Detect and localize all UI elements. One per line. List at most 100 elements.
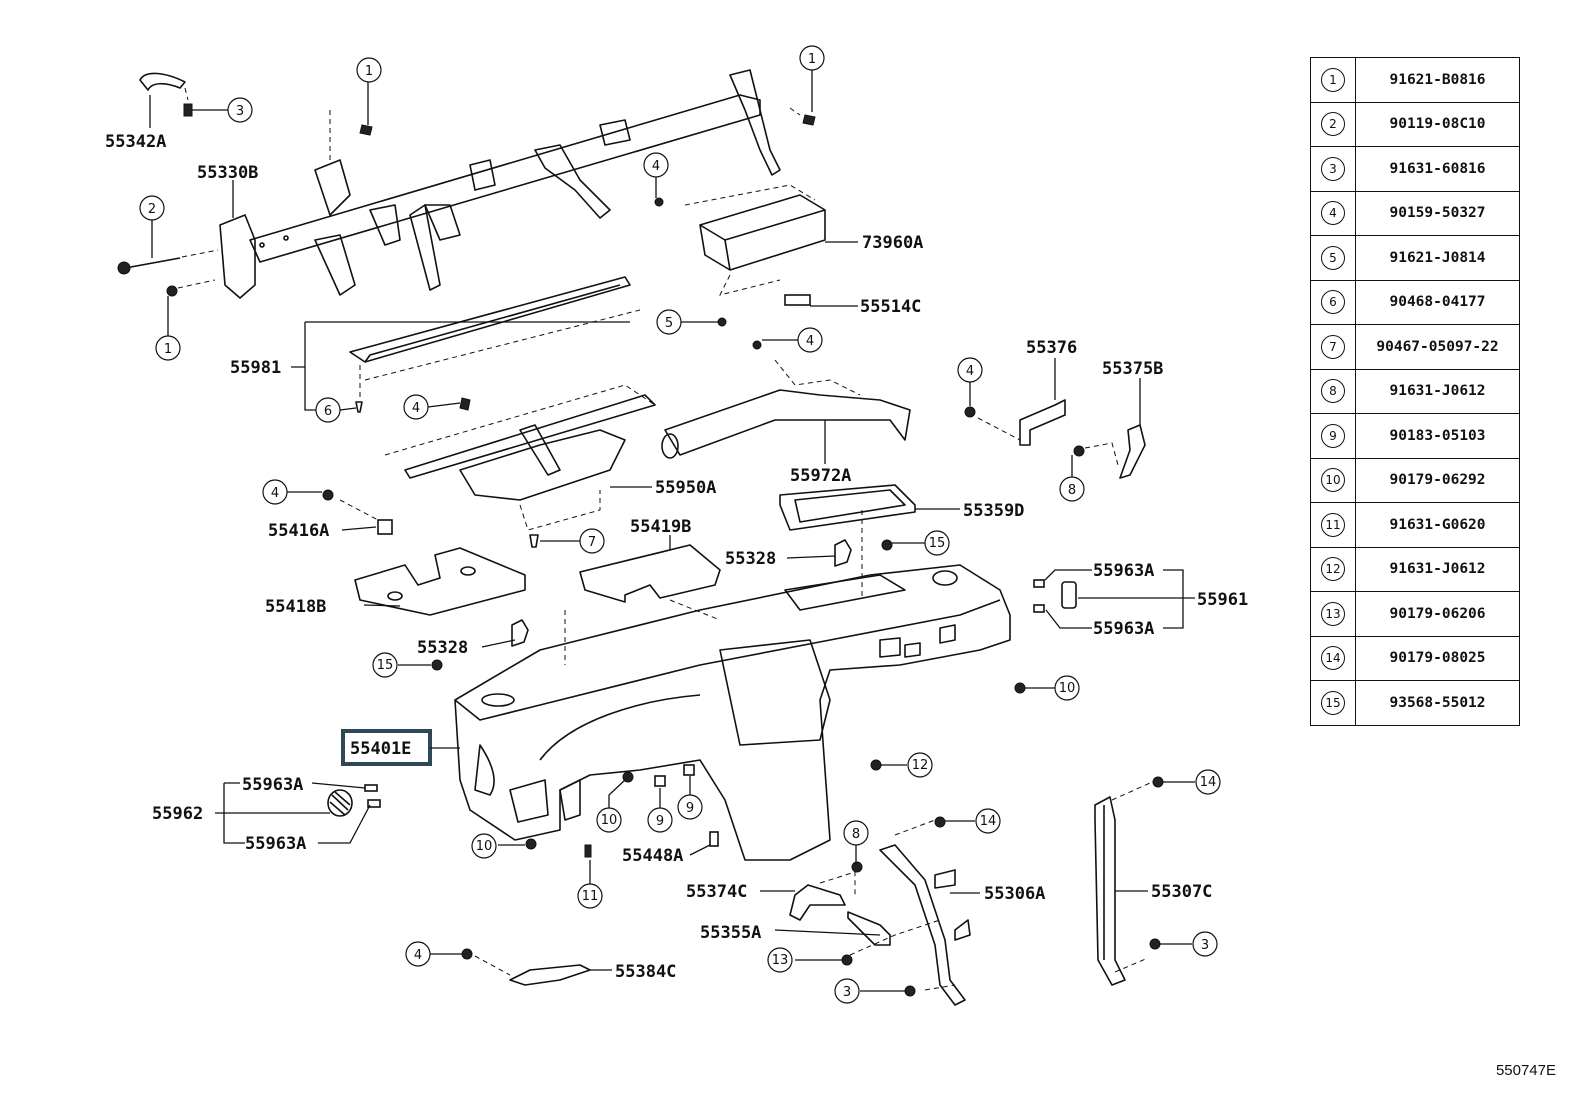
legend-row[interactable]: 1 91621-B0816 bbox=[1310, 57, 1520, 103]
callout-9[interactable]: 9 bbox=[677, 794, 703, 820]
bracket-55376[interactable] bbox=[964, 399, 1066, 446]
callout-4[interactable]: 4 bbox=[797, 327, 823, 353]
label-55307c[interactable]: 55307C bbox=[1151, 882, 1212, 902]
bracket-55375b[interactable] bbox=[1073, 424, 1146, 479]
label-55328-upper[interactable]: 55328 bbox=[725, 549, 776, 569]
callout-12[interactable]: 12 bbox=[907, 752, 933, 778]
callout-5[interactable]: 5 bbox=[656, 309, 682, 335]
clip-55514c[interactable] bbox=[784, 294, 811, 306]
legend-row[interactable]: 10 90179-06292 bbox=[1310, 457, 1520, 503]
legend-row[interactable]: 12 91631-J0612 bbox=[1310, 546, 1520, 592]
pad-55419b[interactable] bbox=[579, 544, 721, 603]
bracket-55374c[interactable] bbox=[789, 871, 856, 921]
label-55416a[interactable]: 55416A bbox=[268, 521, 329, 541]
label-55355a[interactable]: 55355A bbox=[700, 923, 761, 943]
label-55376[interactable]: 55376 bbox=[1026, 338, 1077, 358]
callout-8[interactable]: 8 bbox=[1059, 476, 1085, 502]
label-55419b[interactable]: 55419B bbox=[630, 517, 691, 537]
pad-55418b[interactable] bbox=[354, 547, 526, 616]
callout-15[interactable]: 15 bbox=[372, 652, 398, 678]
callout-8[interactable]: 8 bbox=[843, 820, 869, 846]
legend-row[interactable]: 7 90467-05097-22 bbox=[1310, 324, 1520, 370]
bracket-55384c[interactable] bbox=[474, 955, 591, 986]
label-73960a[interactable]: 73960A bbox=[862, 233, 923, 253]
label-55384c[interactable]: 55384C bbox=[615, 962, 676, 982]
callout-4[interactable]: 4 bbox=[957, 357, 983, 383]
label-55963a-right-bottom[interactable]: 55963A bbox=[1093, 619, 1154, 639]
label-55950a[interactable]: 55950A bbox=[655, 478, 716, 498]
label-55972a[interactable]: 55972A bbox=[790, 466, 851, 486]
svg-text:4: 4 bbox=[271, 486, 279, 501]
label-55330b[interactable]: 55330B bbox=[197, 163, 258, 183]
bracket-55355a[interactable] bbox=[847, 911, 941, 956]
label-55418b[interactable]: 55418B bbox=[265, 597, 326, 617]
callout-14[interactable]: 14 bbox=[1195, 769, 1221, 795]
legend-row[interactable]: 3 91631-60816 bbox=[1310, 146, 1520, 192]
clip-55448a[interactable] bbox=[709, 831, 719, 847]
label-55514c[interactable]: 55514C bbox=[860, 297, 921, 317]
callout-3[interactable]: 3 bbox=[834, 978, 860, 1004]
label-55328-lower[interactable]: 55328 bbox=[417, 638, 468, 658]
clip-55416a[interactable] bbox=[322, 489, 393, 535]
label-55374c[interactable]: 55374C bbox=[686, 882, 747, 902]
callout-10[interactable]: 10 bbox=[471, 833, 497, 859]
callout-4[interactable]: 4 bbox=[405, 941, 431, 967]
callout-4[interactable]: 4 bbox=[643, 152, 669, 178]
legend-row[interactable]: 9 90183-05103 bbox=[1310, 413, 1520, 459]
label-55375b[interactable]: 55375B bbox=[1102, 359, 1163, 379]
brace-55306a[interactable] bbox=[879, 819, 971, 1006]
vent-55962[interactable] bbox=[327, 784, 381, 817]
callout-14[interactable]: 14 bbox=[975, 808, 1001, 834]
legend-row[interactable]: 11 91631-G0620 bbox=[1310, 502, 1520, 548]
legend-row[interactable]: 5 91621-J0814 bbox=[1310, 235, 1520, 281]
callout-1[interactable]: 1 bbox=[356, 57, 382, 83]
svg-text:8: 8 bbox=[1068, 483, 1076, 498]
legend-row[interactable]: 8 91631-J0612 bbox=[1310, 368, 1520, 414]
label-55401e[interactable]: 55401E bbox=[350, 739, 411, 759]
callout-7[interactable]: 7 bbox=[579, 528, 605, 554]
legend-row[interactable]: 4 90159-50327 bbox=[1310, 190, 1520, 236]
callout-4[interactable]: 4 bbox=[262, 479, 288, 505]
callout-3[interactable]: 3 bbox=[227, 97, 253, 123]
callout-1[interactable]: 1 bbox=[155, 335, 181, 361]
side-duct-55972a[interactable] bbox=[661, 340, 911, 459]
label-55962[interactable]: 55962 bbox=[152, 804, 203, 824]
label-55963a-left-top[interactable]: 55963A bbox=[242, 775, 303, 795]
label-55342a[interactable]: 55342A bbox=[105, 132, 166, 152]
legend-row[interactable]: 15 93568-55012 bbox=[1310, 680, 1520, 726]
label-55306a[interactable]: 55306A bbox=[984, 884, 1045, 904]
callout-3[interactable]: 3 bbox=[1192, 931, 1218, 957]
callout-2[interactable]: 2 bbox=[139, 195, 165, 221]
callout-6[interactable]: 6 bbox=[315, 397, 341, 423]
legend-row[interactable]: 6 90468-04177 bbox=[1310, 279, 1520, 325]
label-55963a-left-bottom[interactable]: 55963A bbox=[245, 834, 306, 854]
airbag-sensor-73960a[interactable] bbox=[654, 184, 826, 327]
bracket-55342a[interactable] bbox=[139, 72, 193, 117]
brace-55307c[interactable] bbox=[1094, 782, 1151, 986]
callout-1[interactable]: 1 bbox=[799, 45, 825, 71]
vent-55961[interactable] bbox=[1033, 579, 1077, 613]
panel-55359d[interactable] bbox=[779, 484, 916, 531]
callout-10[interactable]: 10 bbox=[1054, 675, 1080, 701]
instrument-panel-55401e[interactable] bbox=[454, 510, 1011, 861]
label-55359d[interactable]: 55359D bbox=[963, 501, 1024, 521]
legend-row[interactable]: 14 90179-08025 bbox=[1310, 635, 1520, 681]
callout-11[interactable]: 11 bbox=[577, 883, 603, 909]
label-55981[interactable]: 55981 bbox=[230, 358, 281, 378]
label-55448a[interactable]: 55448A bbox=[622, 846, 683, 866]
callout-15[interactable]: 15 bbox=[924, 530, 950, 556]
callout-10[interactable]: 10 bbox=[596, 807, 622, 833]
legend-row[interactable]: 2 90119-08C10 bbox=[1310, 101, 1520, 147]
clip-55328-lower[interactable] bbox=[511, 619, 529, 647]
callout-13[interactable]: 13 bbox=[767, 947, 793, 973]
label-55961[interactable]: 55961 bbox=[1197, 590, 1248, 610]
clip-55328-upper[interactable] bbox=[834, 539, 852, 567]
legend-row[interactable]: 13 90179-06206 bbox=[1310, 591, 1520, 637]
defroster-strip-55981[interactable] bbox=[349, 276, 641, 413]
svg-text:4: 4 bbox=[652, 159, 660, 174]
label-55963a-right-top[interactable]: 55963A bbox=[1093, 561, 1154, 581]
callout-9[interactable]: 9 bbox=[647, 807, 673, 833]
callout-4[interactable]: 4 bbox=[403, 394, 429, 420]
reinforcement-beam[interactable] bbox=[219, 69, 781, 299]
defroster-duct-55950a[interactable] bbox=[384, 384, 656, 548]
